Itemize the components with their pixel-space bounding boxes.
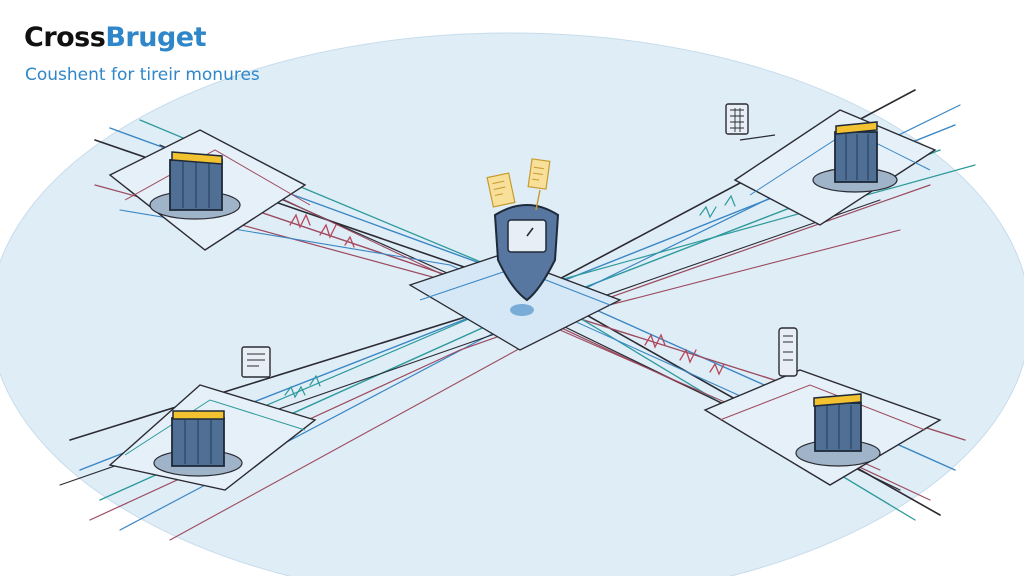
node-bottom-left bbox=[108, 346, 317, 491]
page-subtitle: Coushent for tireir monures bbox=[25, 65, 260, 85]
page-title: CrossBruget bbox=[24, 22, 206, 53]
server-icon bbox=[171, 410, 225, 467]
keypad-device-icon bbox=[725, 103, 776, 141]
node-top-left bbox=[108, 129, 311, 251]
phone-device-icon bbox=[778, 327, 798, 377]
scribble-marks bbox=[284, 374, 321, 399]
server-icon bbox=[834, 121, 878, 183]
hub-port bbox=[510, 304, 534, 316]
scribble-marks bbox=[644, 333, 725, 376]
scribble-marks bbox=[699, 194, 736, 219]
node-top-right bbox=[725, 103, 937, 226]
server-icon bbox=[813, 393, 862, 452]
title-prefix: Cross bbox=[24, 22, 106, 53]
tablet-device-icon bbox=[241, 346, 271, 378]
node-bottom-right bbox=[703, 327, 942, 486]
hub-pad bbox=[408, 254, 622, 351]
title-accent: Bruget bbox=[105, 22, 206, 53]
server-icon bbox=[169, 151, 223, 211]
shield-device-icon bbox=[493, 204, 560, 302]
paper-tag-icon bbox=[486, 172, 516, 208]
paper-tag-icon bbox=[527, 158, 551, 211]
scribble-marks bbox=[289, 213, 355, 248]
central-hub bbox=[408, 158, 622, 351]
